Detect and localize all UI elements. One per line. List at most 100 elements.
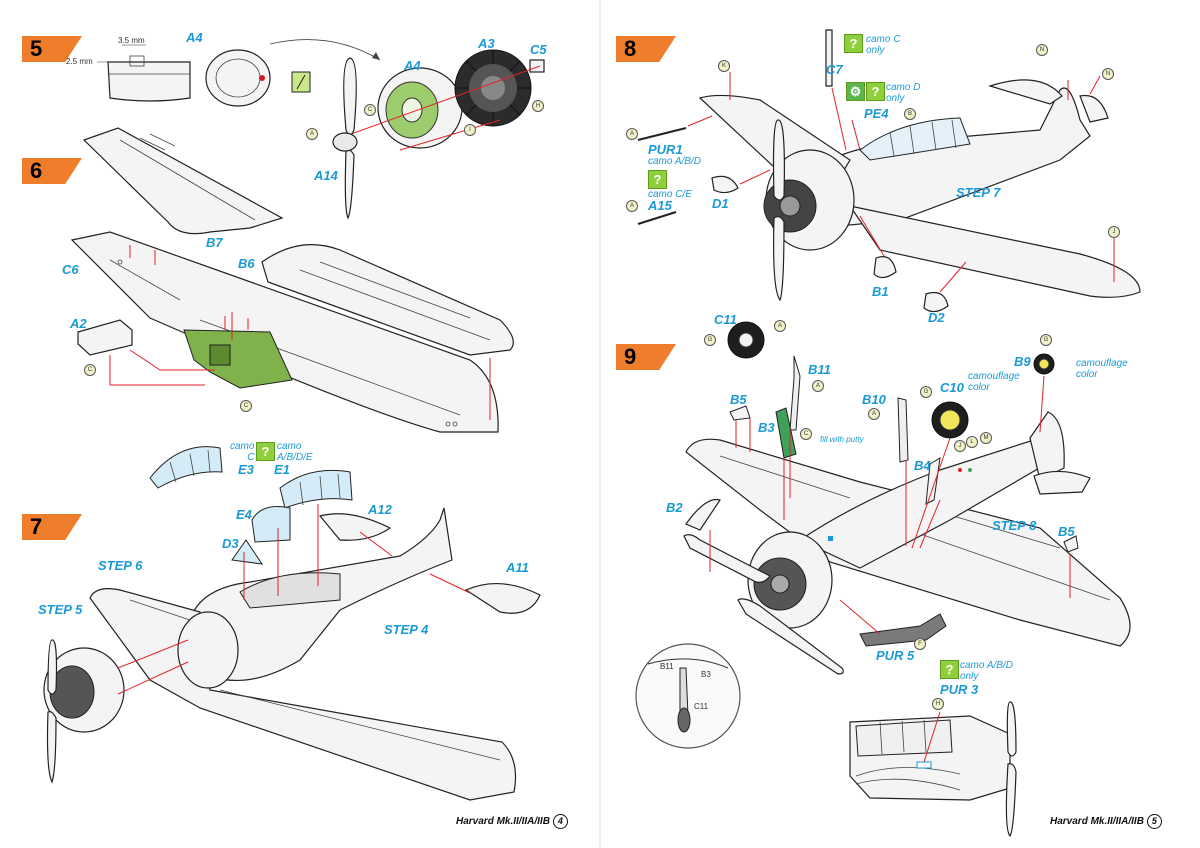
dimension-3-5mm: 3.5 mm [118, 36, 145, 45]
part-label-d2: D2 [928, 310, 945, 325]
part-label-b9: B9 [1014, 354, 1031, 369]
part-label-b11: B11 [808, 362, 831, 377]
model-name: Harvard Mk.II/IIA/IIB [456, 816, 550, 827]
part-label-b3: B3 [758, 420, 775, 435]
part-label-b1: B1 [872, 284, 889, 299]
part-label-pe4: PE4 [864, 106, 889, 121]
note-pur3-camo: camo A/B/D only [960, 660, 1013, 682]
paint-code-tag: N [1036, 44, 1048, 56]
paint-code-tag: C [364, 104, 376, 116]
note-pur1-camo2: camo C/E [648, 189, 692, 200]
part-label-b7: B7 [206, 235, 223, 250]
part-label-pur1: PUR1 [648, 142, 683, 157]
note-c7-camo: camo C only [866, 34, 901, 56]
note-b9-camo: camouflage color [1076, 358, 1128, 380]
paint-code-tag: N [1102, 68, 1114, 80]
step-5-badge: 5 [22, 36, 82, 62]
model-name: Harvard Mk.II/IIA/IIB [1050, 816, 1144, 827]
paint-code-tag: J [1108, 226, 1120, 238]
camo-question-icon: ? [940, 660, 959, 679]
part-label-a3: A3 [478, 36, 495, 51]
camo-question-icon: ? [866, 82, 885, 101]
paint-code-tag: A [812, 380, 824, 392]
paint-code-tag: A [626, 128, 638, 140]
page-number: 5 [1146, 814, 1162, 829]
part-label-b5: B5 [730, 392, 747, 407]
step-7-label: STEP 7 [956, 185, 1001, 200]
step-number: 7 [30, 514, 43, 539]
paint-code-tag: F [914, 638, 926, 650]
step7-drawing [43, 446, 541, 801]
part-label-e3: E3 [238, 462, 254, 477]
inset-label-c11: C11 [694, 702, 709, 711]
paint-code-tag: A [306, 128, 318, 140]
part-label-b5: B5 [1058, 524, 1075, 539]
part-label-pur5: PUR 5 [876, 648, 915, 663]
paint-code-tag: J [954, 440, 966, 452]
part-label-c7: C7 [826, 62, 843, 77]
page-number: 4 [552, 814, 568, 829]
part-label-c6: C6 [62, 262, 79, 277]
part-label-a4: A4 [186, 30, 203, 45]
part-label-a12: A12 [368, 502, 392, 517]
part-label-b4: B4 [914, 458, 931, 473]
note-fill-putty: fill with putty [820, 435, 864, 444]
step9-drawing [635, 321, 1131, 837]
part-label-pur3: PUR 3 [940, 682, 979, 697]
step-5-label: STEP 5 [38, 602, 83, 617]
paint-code-tag: H [932, 698, 944, 710]
part-label-a14: A14 [314, 168, 338, 183]
part-label-c5: C5 [530, 42, 547, 57]
part-label-e1: E1 [274, 462, 290, 477]
step6-drawing [70, 127, 514, 433]
camo-question-icon: ? [844, 34, 863, 53]
paint-code-tag: C [240, 400, 252, 412]
paint-code-tag: C [84, 364, 96, 376]
paint-code-tag: G [920, 386, 932, 398]
part-label-b2: B2 [666, 500, 683, 515]
part-label-a11: A11 [506, 560, 529, 575]
step5-drawing [97, 39, 545, 220]
camo-question-icon: ? [648, 170, 667, 189]
inset-label-b3: B3 [701, 670, 711, 679]
paint-code-tag: G [1040, 334, 1052, 346]
part-label-c10: C10 [940, 380, 964, 395]
paint-code-tag: B [904, 108, 916, 120]
part-label-c11: C11 [714, 312, 737, 327]
part-label-a2: A2 [70, 316, 87, 331]
part-label-e4: E4 [236, 507, 252, 522]
part-label-d3: D3 [222, 536, 239, 551]
paint-code-tag: C [800, 428, 812, 440]
paint-code-tag: K [718, 60, 730, 72]
dimension-2-5mm: 2.5 mm [66, 57, 93, 66]
brass-part-icon: ⚙ [846, 82, 865, 101]
part-label-b10: B10 [862, 392, 886, 407]
note-camo-abde: camo A/B/D/E [277, 441, 313, 463]
step-6-badge: 6 [22, 158, 82, 184]
part-label-b6: B6 [238, 256, 255, 271]
paint-code-tag: A [868, 408, 880, 420]
paint-code-tag: L [966, 436, 978, 448]
paint-code-tag: M [980, 432, 992, 444]
part-label-a15: A15 [648, 198, 672, 213]
note-c10-camo: camouflage color [968, 371, 1020, 393]
paint-code-tag: H [532, 100, 544, 112]
part-label-a4: A4 [404, 58, 421, 73]
step-number: 8 [624, 36, 637, 61]
paint-code-tag: G [704, 334, 716, 346]
note-pe4-camo: camo D only [886, 82, 921, 104]
note-camo-c: camo C [230, 441, 255, 463]
step-6-label: STEP 6 [98, 558, 143, 573]
paint-code-tag: A [626, 200, 638, 212]
part-label-d1: D1 [712, 196, 729, 211]
step-number: 9 [624, 344, 637, 369]
inset-label-b11: B11 [660, 662, 674, 671]
paint-code-tag: A [774, 320, 786, 332]
step-8-label: STEP 8 [992, 518, 1037, 533]
step-number: 6 [30, 158, 43, 183]
step-number: 5 [30, 36, 43, 61]
